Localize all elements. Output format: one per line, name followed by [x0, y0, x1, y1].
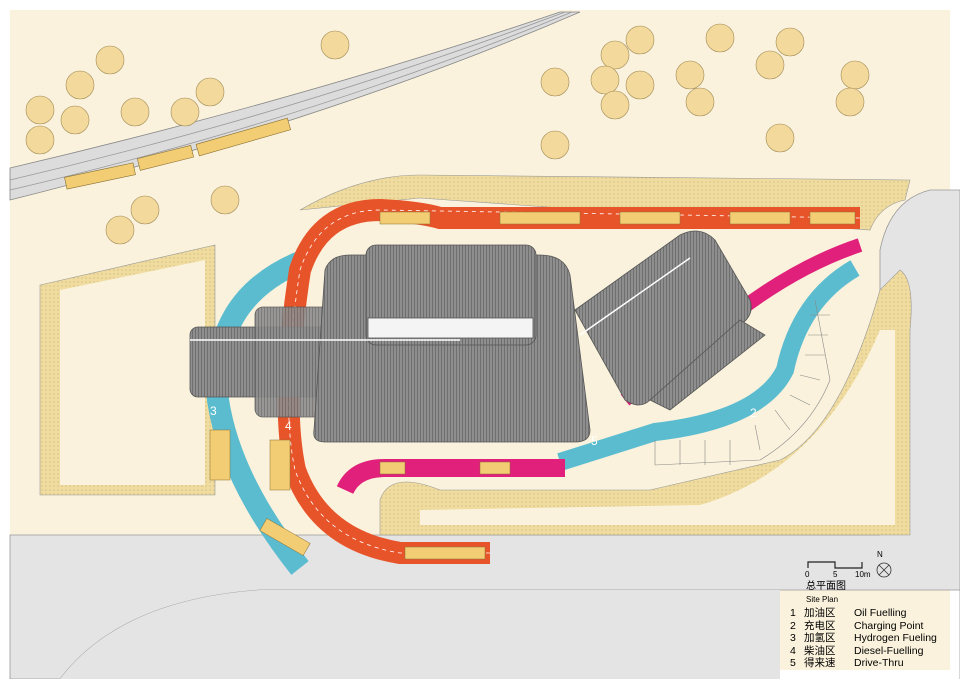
- legend-num: 3: [790, 632, 796, 645]
- scale-5: 5: [833, 570, 838, 579]
- tree: [755, 50, 785, 80]
- legend-num: 5: [790, 657, 796, 670]
- tree: [65, 70, 95, 100]
- legend-en: Charging Point: [854, 619, 924, 632]
- scale-bar: [807, 561, 863, 569]
- tree: [675, 60, 705, 90]
- legend-cn: 得来速: [804, 657, 836, 670]
- tree: [210, 185, 240, 215]
- vehicles: [209, 211, 856, 560]
- legend-en: Oil Fuelling: [854, 607, 907, 619]
- tree: [130, 195, 160, 225]
- tree: [625, 25, 655, 55]
- title-en: Site Plan: [806, 595, 839, 604]
- north-arrow-icon: [876, 562, 892, 578]
- route-label-5: 5: [591, 434, 598, 448]
- legend-num: 1: [790, 607, 796, 619]
- scale-labels: 0 5 10m: [805, 570, 875, 579]
- road-bottom: [10, 590, 780, 679]
- tree: [600, 40, 630, 70]
- tree: [25, 125, 55, 155]
- legend-cn: 充电区: [804, 619, 836, 632]
- tree: [320, 30, 350, 60]
- tree: [705, 23, 735, 53]
- trees: [25, 23, 870, 245]
- legend-item: 4 柴油区 Diesel-Fuelling: [790, 645, 937, 658]
- tree: [840, 60, 870, 90]
- legend-num: 2: [790, 619, 796, 632]
- legend-cn: 柴油区: [804, 644, 836, 657]
- legend: 1 加油区 Oil Fuelling 2 充电区 Charging Point 3 加氢区…: [790, 607, 937, 670]
- route-charging: [557, 260, 860, 471]
- parking-bays: [654, 299, 831, 466]
- tree: [600, 90, 630, 120]
- tree: [590, 65, 620, 95]
- title-cn: 总平面图: [806, 581, 846, 592]
- tree: [120, 97, 150, 127]
- tree: [195, 77, 225, 107]
- tree: [60, 105, 90, 135]
- tree: [105, 215, 135, 245]
- tree: [170, 97, 200, 127]
- tree: [775, 27, 805, 57]
- route-label-3: 3: [210, 404, 217, 418]
- tree: [685, 87, 715, 117]
- legend-en: Drive-Thru: [854, 657, 904, 670]
- tree: [95, 45, 125, 75]
- tree: [25, 95, 55, 125]
- legend-item: 5 得来速 Drive-Thru: [790, 657, 937, 670]
- legend-cn: 加氢区: [804, 632, 836, 645]
- tree: [835, 87, 865, 117]
- legend-num: 4: [790, 644, 796, 657]
- tree: [765, 123, 795, 153]
- canopy-roofs: [189, 230, 766, 443]
- tree: [625, 70, 655, 100]
- route-label-4: 4: [285, 419, 292, 433]
- legend-item: 3 加氢区 Hydrogen Fueling: [790, 632, 937, 645]
- route-label-2: 2: [750, 406, 757, 420]
- scale-10: 10m: [855, 570, 871, 579]
- legend-en: Diesel-Fuelling: [854, 644, 924, 657]
- legend-item: 2 充电区 Charging Point: [790, 620, 937, 633]
- legend-item: 1 加油区 Oil Fuelling: [790, 607, 937, 620]
- tree: [540, 130, 570, 160]
- route-hydrogen: [206, 251, 309, 575]
- scale-0: 0: [805, 570, 810, 579]
- north-label: N: [877, 550, 883, 559]
- train: [64, 117, 292, 190]
- tree: [540, 67, 570, 97]
- legend-cn: 加油区: [804, 607, 836, 619]
- legend-en: Hydrogen Fueling: [854, 632, 937, 645]
